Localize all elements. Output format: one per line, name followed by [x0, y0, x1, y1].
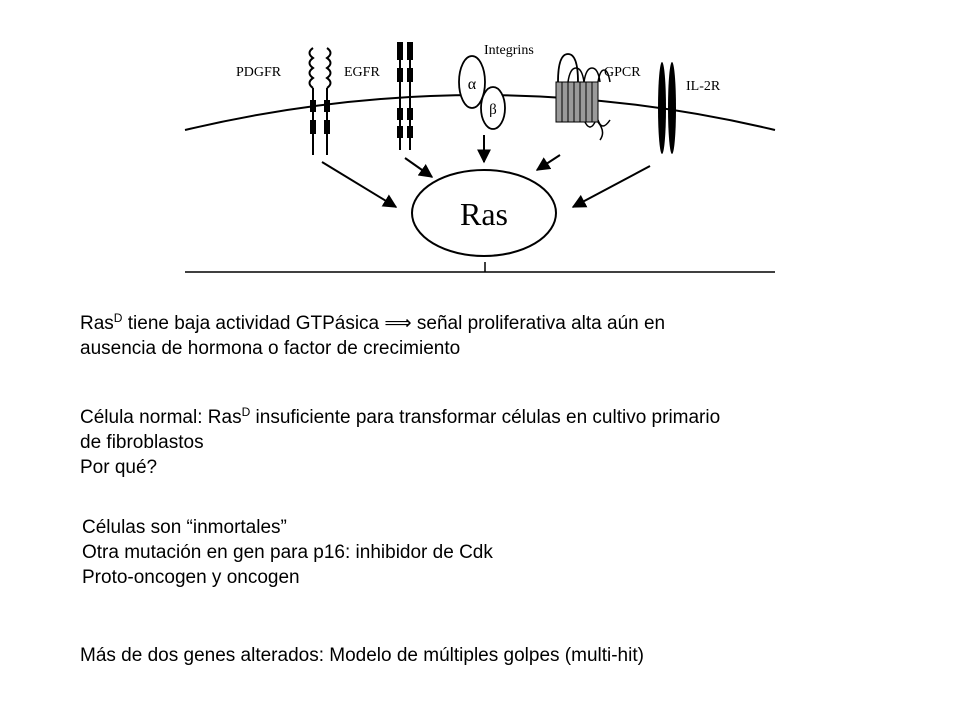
p2-line1-post: insuficiente para transformar células en…	[250, 407, 720, 428]
p4-line1: Más de dos genes alterados: Modelo de mú…	[80, 643, 940, 668]
ras-signaling-diagram: α β PDGFR EGFR Integrins GPCR IL-2R Ras	[0, 0, 960, 300]
il2r-receptor	[658, 62, 676, 154]
il2r-label: IL-2R	[686, 79, 721, 94]
p3-line3: Proto-oncogen y oncogen	[82, 565, 942, 590]
egfr-label: EGFR	[344, 65, 380, 80]
ras-label: Ras	[460, 196, 508, 232]
p2-line1: Célula normal: RasD insuficiente para tr…	[80, 405, 940, 430]
paragraph-normal-cell: Célula normal: RasD insuficiente para tr…	[80, 405, 940, 480]
integrins-receptor: α β	[459, 56, 505, 129]
arrow-gpcr-to-ras	[537, 155, 560, 170]
paragraph-multi-hit: Más de dos genes alterados: Modelo de mú…	[80, 643, 940, 668]
p3-line2: Otra mutación en gen para p16: inhibidor…	[82, 540, 942, 565]
p1-line2: ausencia de hormona o factor de crecimie…	[80, 336, 940, 361]
integrin-alpha-label: α	[468, 76, 477, 93]
p2-line1-pre: Célula normal: Ras	[80, 407, 242, 428]
p1-line1: RasD tiene baja actividad GTPásica ⟹ señ…	[80, 311, 940, 336]
integrins-label: Integrins	[484, 43, 534, 58]
gpcr-receptor	[556, 54, 610, 140]
p2-line2: de fibroblastos	[80, 430, 940, 455]
paragraph-ras-gtpase: RasD tiene baja actividad GTPásica ⟹ señ…	[80, 311, 940, 361]
integrin-beta-label: β	[489, 102, 497, 118]
arrow-egfr-to-ras	[405, 158, 432, 177]
p3-line1: Células son “inmortales”	[82, 515, 942, 540]
p2-line1-sup: D	[242, 405, 251, 419]
pdgfr-label: PDGFR	[236, 65, 282, 80]
p1-line1-post: tiene baja actividad GTPásica ⟹ señal pr…	[122, 313, 665, 334]
arrow-pdgfr-to-ras	[322, 162, 396, 207]
paragraph-immortal-cells: Células son “inmortales” Otra mutación e…	[82, 515, 942, 590]
egfr-receptor	[397, 42, 413, 150]
p1-line1-pre: Ras	[80, 313, 114, 334]
arrow-il2r-to-ras	[573, 166, 650, 207]
pdgfr-receptor	[310, 48, 331, 155]
p2-line3: Por qué?	[80, 455, 940, 480]
gpcr-label: GPCR	[604, 65, 641, 80]
